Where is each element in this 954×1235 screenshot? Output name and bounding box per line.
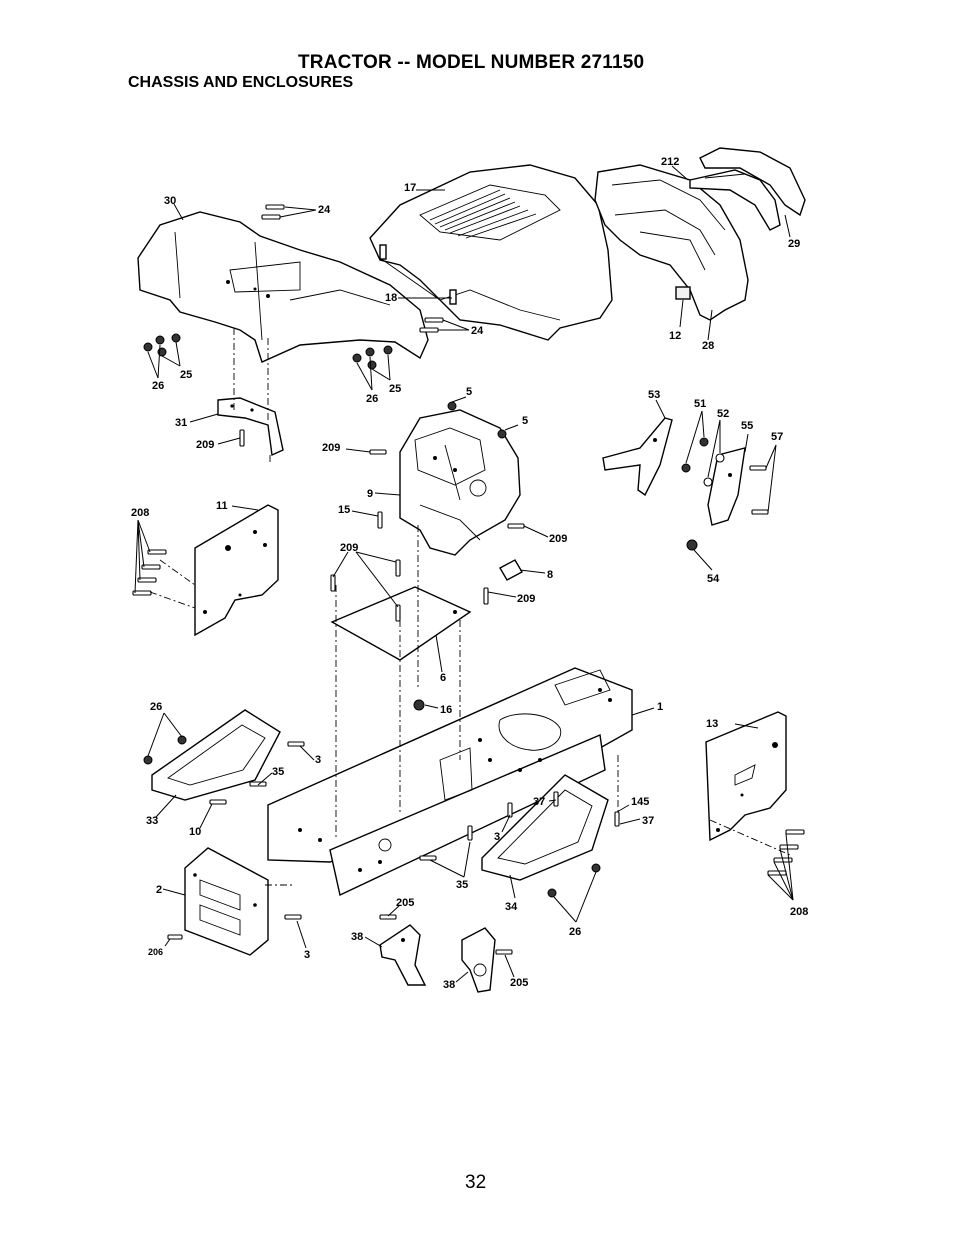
callout-5-upper: 5: [466, 386, 472, 398]
callout-28: 28: [702, 340, 714, 352]
callout-2: 2: [156, 884, 162, 896]
callout-53: 53: [648, 389, 660, 401]
leader-lines: [134, 165, 794, 983]
callout-209-clip: 209: [517, 593, 535, 605]
fasteners: [132, 204, 805, 955]
callout-205-right: 205: [510, 977, 528, 989]
callout-54: 54: [707, 573, 720, 585]
callout-145: 145: [631, 796, 649, 808]
side-plate-right-part: [705, 711, 787, 842]
bracket-38-right-part: [461, 927, 496, 993]
callout-9: 9: [367, 488, 373, 500]
callout-209-plate: 209: [340, 542, 358, 554]
callout-8: 8: [547, 569, 553, 581]
callout-35-upper: 35: [272, 766, 284, 778]
callout-3-upper: 3: [315, 754, 321, 766]
callout-38-right: 38: [443, 979, 455, 991]
page-title: TRACTOR -- MODEL NUMBER 271150: [298, 52, 645, 73]
callout-6: 6: [440, 672, 446, 684]
callout-209-dash: 209: [322, 442, 340, 454]
footrest-right-part: [481, 774, 609, 881]
side-plate-left-part: [194, 504, 279, 637]
callout-206: 206: [148, 947, 163, 957]
callout-25-left: 25: [180, 369, 192, 381]
callout-24-lower: 24: [471, 325, 484, 337]
assembly-lines: [149, 328, 791, 886]
callout-33: 33: [146, 815, 158, 827]
callout-5-lower: 5: [522, 415, 528, 427]
callout-209-right: 209: [549, 533, 567, 545]
callout-26-footrest-right: 26: [569, 926, 581, 938]
callout-57: 57: [771, 431, 783, 443]
callout-212: 212: [661, 156, 679, 168]
callout-31: 31: [175, 417, 187, 429]
plate-part: [330, 586, 472, 661]
callout-209-bracket: 209: [196, 439, 214, 451]
bracket-38-left-part: [379, 924, 427, 986]
hood-part: [369, 164, 613, 341]
callout-37-left: 37: [533, 796, 545, 808]
callout-30: 30: [164, 195, 176, 207]
callout-12: 12: [669, 330, 681, 342]
callout-26-left: 26: [152, 380, 164, 392]
callout-17: 17: [404, 182, 416, 194]
callout-10: 10: [189, 826, 201, 838]
callout-24-upper: 24: [318, 204, 331, 216]
frame-part: [267, 667, 633, 897]
callout-38-left: 38: [351, 931, 363, 943]
footrest-left-part: [151, 709, 281, 801]
callout-3-lower: 3: [304, 949, 310, 961]
callout-1: 1: [657, 701, 663, 713]
page-number: 32: [465, 1172, 487, 1193]
callout-35-lower: 35: [456, 879, 468, 891]
callout-205-left: 205: [396, 897, 414, 909]
callout-3-middle: 3: [494, 831, 500, 843]
callout-208-right: 208: [790, 906, 808, 918]
callout-26-right: 26: [366, 393, 378, 405]
callout-11: 11: [216, 500, 228, 512]
dash-panel-part: [399, 409, 521, 556]
bumper-plate-part: [184, 847, 269, 956]
callout-25-right: 25: [389, 383, 401, 395]
callout-37-right: 37: [642, 815, 654, 827]
callout-51: 51: [694, 398, 706, 410]
bracket-53-part: [602, 417, 673, 497]
hood-enclosure-part: [594, 164, 749, 321]
bracket-55-part: [707, 447, 746, 526]
callout-26-footrest-left: 26: [150, 701, 162, 713]
callout-16: 16: [440, 704, 452, 716]
callout-208-left: 208: [131, 507, 149, 519]
callout-29: 29: [788, 238, 800, 250]
callout-18: 18: [385, 292, 397, 304]
grille-part: [689, 147, 806, 231]
fender-part: [137, 211, 429, 363]
callout-15: 15: [338, 504, 350, 516]
section-title: CHASSIS AND ENCLOSURES: [128, 74, 354, 91]
callout-13: 13: [706, 718, 718, 730]
callout-52: 52: [717, 408, 729, 420]
callout-34: 34: [505, 901, 518, 913]
callout-55: 55: [741, 420, 753, 432]
callout-labels: 30 24 17 212 29 18 24 12 28 26 25 26 25 …: [131, 156, 808, 991]
fender-bracket-part: [217, 397, 284, 457]
